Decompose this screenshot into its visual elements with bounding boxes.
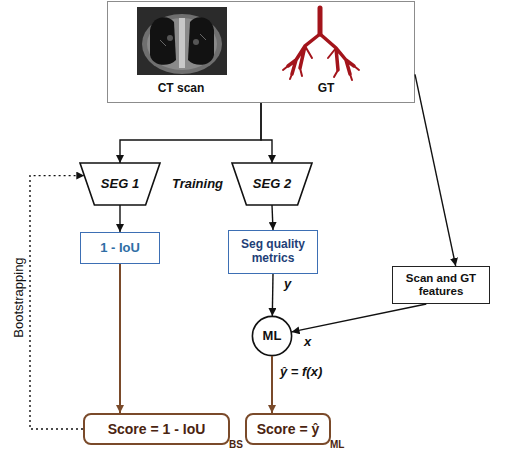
image-caption: CT scan	[131, 82, 231, 96]
network-label: SEG 2	[253, 177, 291, 192]
flow-arrow	[120, 103, 261, 163]
flow-arrow	[119, 205, 120, 232]
ct-scan-image	[137, 7, 227, 75]
feature-box: Scan and GT features	[392, 266, 490, 304]
edge-label: y	[284, 276, 291, 291]
metric-text: 1 - IoU	[100, 241, 140, 256]
metric-text: Seg quality metrics	[231, 238, 315, 266]
score-text: Score = ŷ	[257, 421, 320, 437]
phase-label: Training	[172, 176, 223, 191]
metric-box: Seg quality metrics	[228, 230, 318, 274]
input-panel: CT scan GT	[107, 1, 415, 103]
flow-arrow	[271, 356, 273, 413]
edge-label: x	[304, 334, 311, 349]
flow-arrow	[415, 74, 456, 266]
flow-arrow	[272, 205, 273, 230]
network-label: SEG 1	[101, 177, 139, 192]
trapezoid-outline	[80, 163, 160, 205]
metric-box: 1 - IoU	[80, 232, 160, 264]
flow-arrow	[292, 304, 427, 332]
edge-label: ŷ = f(x)	[280, 364, 322, 379]
flow-arrow	[261, 103, 272, 163]
score-subscript: BS	[229, 439, 243, 451]
circle-outline	[252, 316, 291, 355]
segmentation-network: SEG 1	[80, 163, 160, 205]
score-subscript: ML	[330, 439, 344, 451]
segmentation-network: SEG 2	[232, 163, 312, 205]
model-label: ML	[263, 329, 282, 344]
image-caption: GT	[276, 82, 376, 96]
flow-arrow	[272, 274, 274, 316]
score-text: Score = 1 - IoU	[108, 421, 206, 437]
airway-tree-image	[283, 8, 359, 80]
model-circle: ML	[252, 316, 292, 356]
score-box: Score = 1 - IoUBS	[83, 413, 230, 445]
flow-arrow	[119, 264, 121, 413]
feature-text: Scan and GT features	[395, 272, 487, 298]
feedback-arrow	[30, 176, 84, 429]
loop-label: Bootstrapping	[11, 238, 26, 358]
score-box: Score = ŷML	[245, 413, 331, 445]
trapezoid-outline	[232, 163, 312, 205]
